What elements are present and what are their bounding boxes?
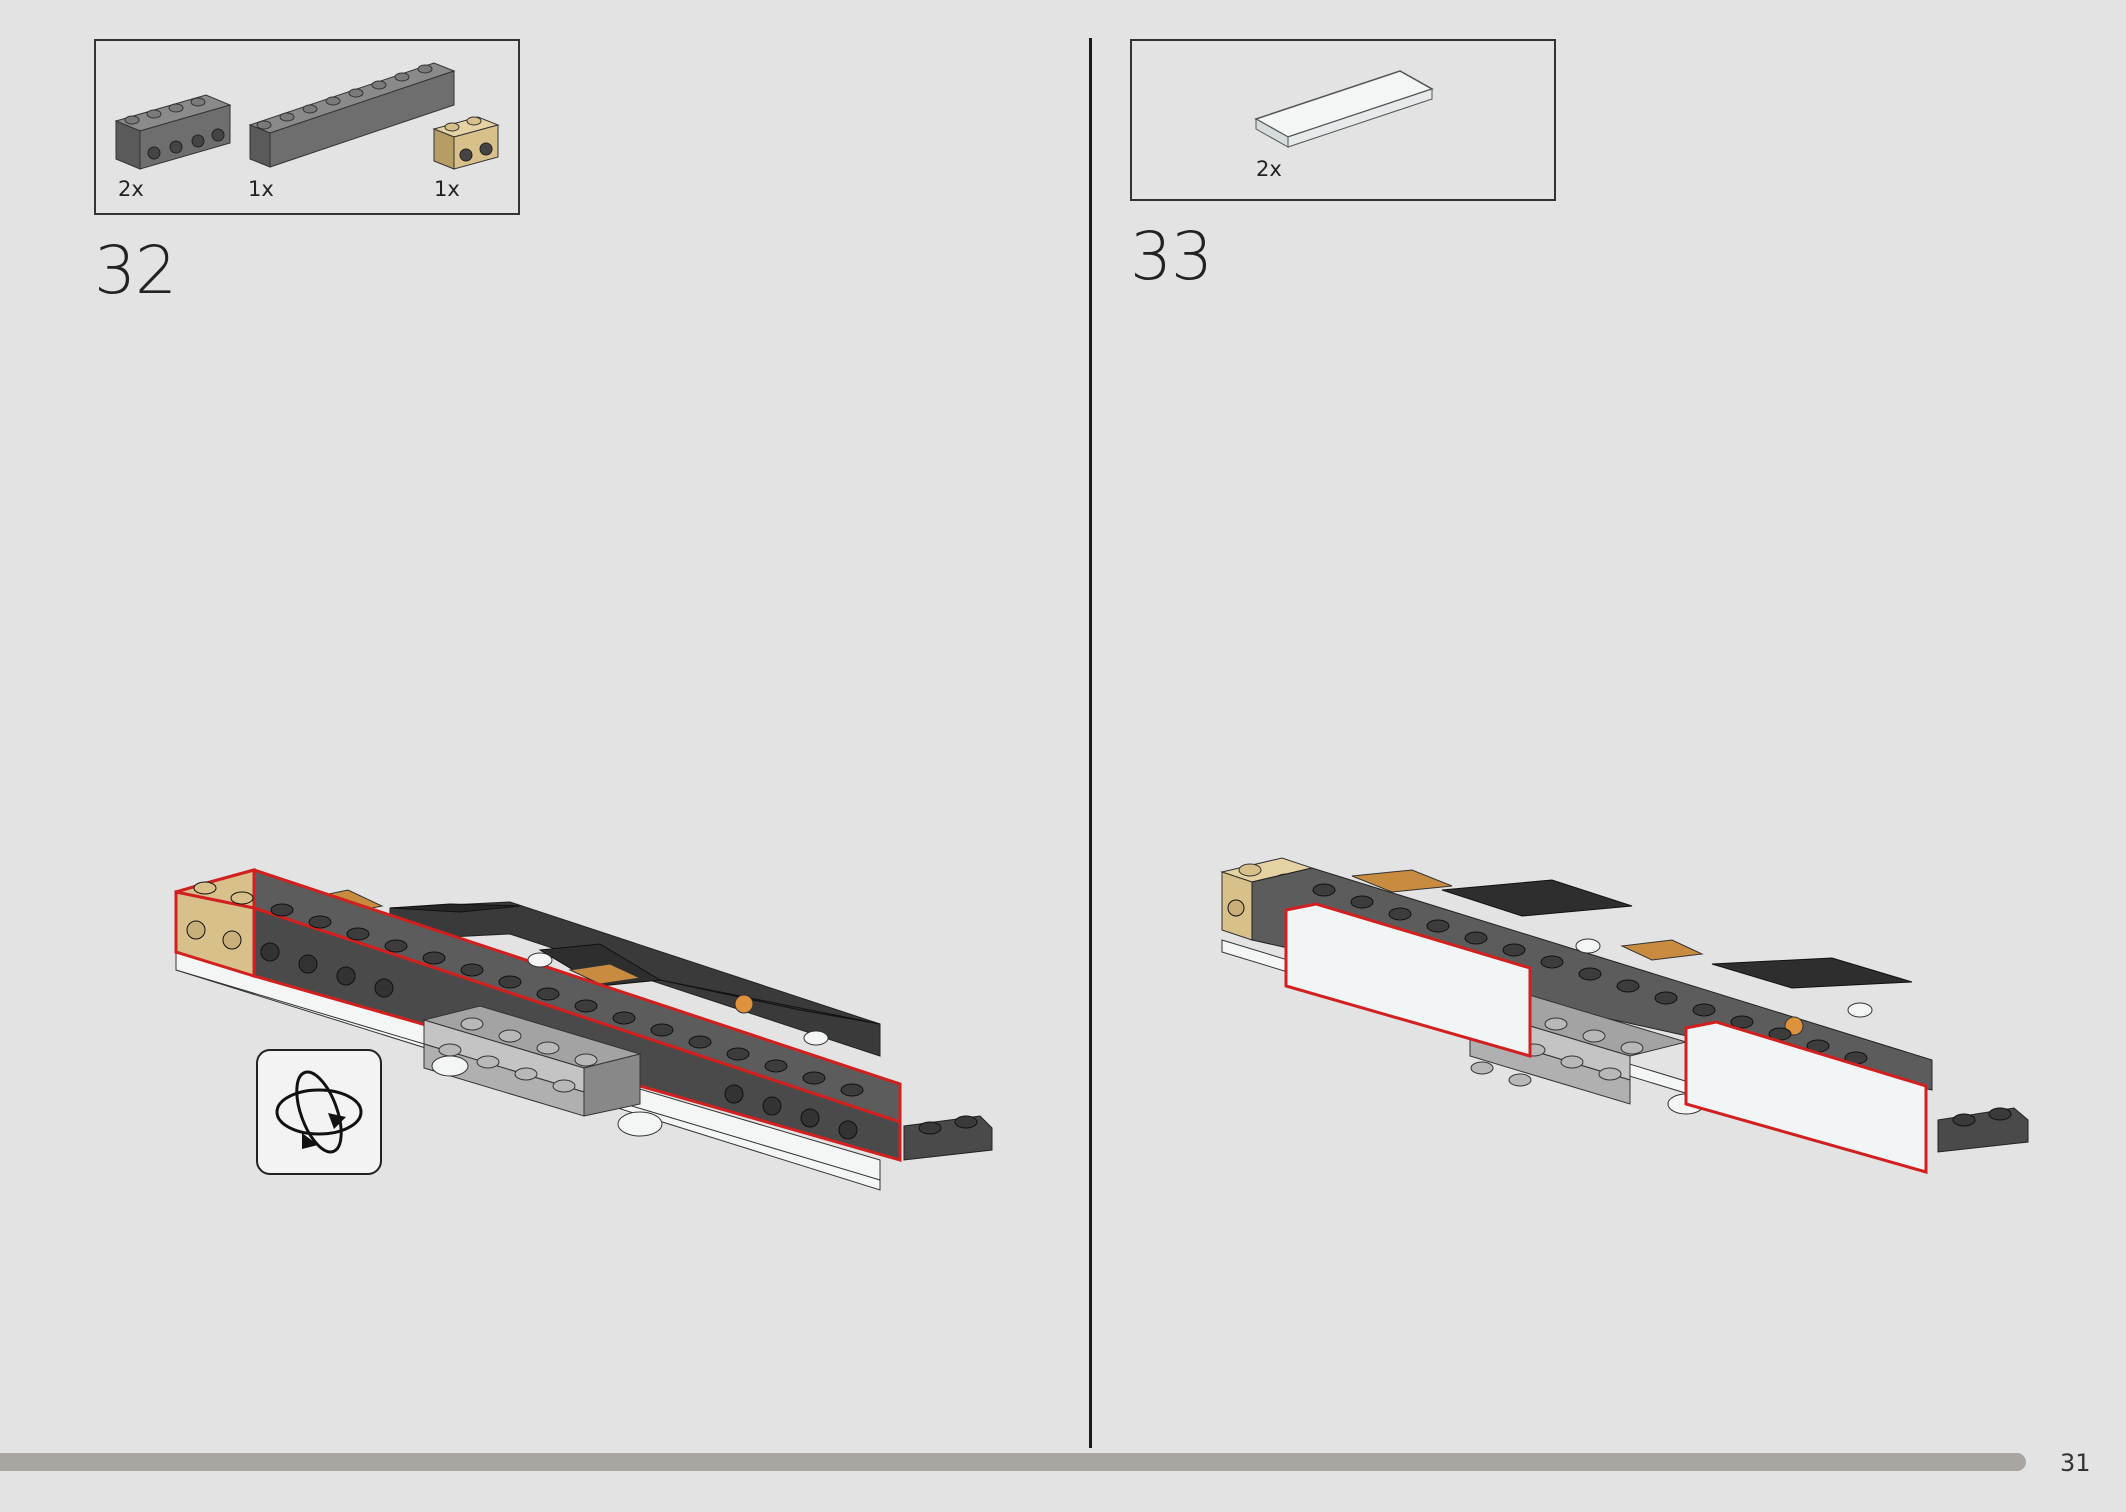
parts-callout-step-32: 2x 1x 1x (94, 39, 520, 215)
page-progress-bar (0, 1453, 2026, 1471)
model-assembly-step-32 (174, 868, 993, 1191)
parts-callout-step-33: 2x (1130, 39, 1556, 201)
brick-1x2-tan-icon (432, 116, 500, 170)
model-assembly-step-33 (1220, 857, 2029, 1174)
brick-1x4-side-studs-icon (114, 94, 232, 170)
step-number: 33 (1130, 218, 1213, 295)
part-qty: 2x (118, 177, 144, 201)
page-number: 31 (2060, 1449, 2091, 1477)
rotate-model-icon (256, 1049, 382, 1175)
step-number: 32 (94, 232, 177, 309)
brick-1x8-icon (248, 62, 456, 168)
tile-1x6-white-icon (1254, 70, 1434, 148)
part-qty: 2x (1256, 157, 1282, 181)
part-qty: 1x (248, 177, 274, 201)
page-divider (1089, 38, 1092, 1448)
part-qty: 1x (434, 177, 460, 201)
